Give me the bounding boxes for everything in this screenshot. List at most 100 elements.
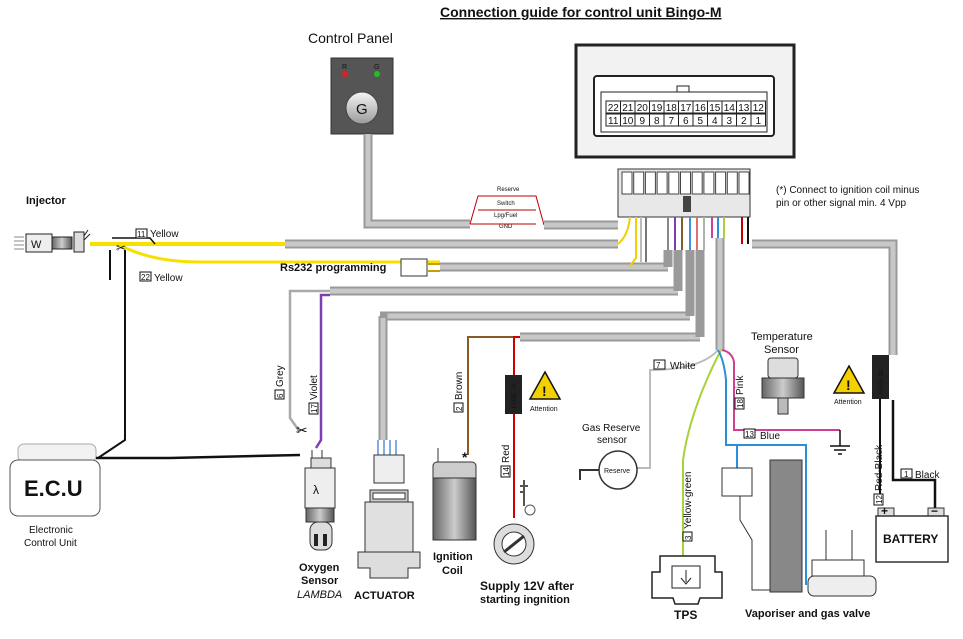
red-black-wire-num: 12	[875, 495, 884, 504]
connector-pin-box	[750, 100, 766, 114]
svg-text:!: !	[542, 383, 547, 399]
connector-pin-number: 11	[608, 116, 619, 127]
brown-wire-color: Brown	[454, 372, 465, 400]
oxygen-sensor	[304, 450, 336, 551]
injector-icon: W	[14, 229, 91, 253]
connector-pin-number: 1	[755, 116, 761, 127]
vaporiser-label: Vaporiser and gas valve	[745, 608, 870, 620]
panel-wire-gnd: GND	[499, 224, 513, 230]
scissors-icon: ✂	[116, 241, 126, 255]
led-g-label: G	[374, 64, 379, 71]
green-led-icon	[374, 71, 380, 77]
gas-reserve-dial: Reserve	[604, 468, 630, 475]
injector-wire2-num: 22	[141, 273, 150, 282]
battery-label: BATTERY	[883, 532, 938, 546]
red-wire-num: 14	[502, 467, 511, 476]
fuse-3a	[872, 355, 889, 399]
fuse-3a-label: FUSE 3A	[879, 369, 885, 394]
connector-pin-number: 7	[668, 116, 674, 127]
page-title: Connection guide for control unit Bingo-…	[440, 4, 722, 20]
yellow-green-wire-color: Yellow-green	[683, 472, 694, 529]
brown-wire-num: 2	[455, 406, 464, 411]
panel-button-icon	[345, 91, 379, 125]
supply-label-2: starting ingnition	[480, 594, 570, 606]
oxygen-sensor-label-1: Oxygen	[299, 562, 340, 574]
injector-wire2-color: Yellow	[154, 273, 183, 284]
black-wire-num: 1	[904, 470, 909, 479]
connector-pin-number: 19	[651, 103, 663, 114]
control-panel-label: Control Panel	[308, 30, 393, 46]
connector-pin-number: 12	[753, 103, 765, 114]
ignition-coil-label-2: Coil	[442, 565, 463, 577]
gas-reserve-label-2: sensor	[597, 435, 628, 446]
connector-pin-box	[750, 113, 766, 127]
oxygen-sensor-label-2: Sensor	[301, 575, 339, 587]
connector-pin-number: 22	[608, 103, 620, 114]
attention-icon-left: !	[528, 370, 562, 400]
connector-pin-number: 15	[709, 103, 721, 114]
note-line-1: (*) Connect to ignition coil minus	[776, 185, 919, 196]
connector-pin-number: 2	[741, 116, 747, 127]
fuse-7a-label: FUSE 7A	[512, 383, 518, 408]
tps-label: TPS	[674, 608, 697, 622]
red-wire-color: Red	[501, 445, 512, 463]
red-led-icon	[342, 71, 348, 77]
pink-wire-num: 18	[736, 399, 745, 408]
violet-wire-num: 17	[310, 404, 319, 413]
led-r-label: R	[342, 64, 347, 71]
white-wire-num: 7	[656, 361, 661, 370]
svg-text:!: !	[846, 377, 851, 393]
lambda-symbol: λ	[313, 483, 319, 497]
rs232-label: Rs232 programming	[280, 262, 386, 274]
gas-reserve-sensor	[579, 450, 638, 490]
connector-pin-number: 17	[680, 103, 692, 114]
injector-wire1-color: Yellow	[150, 229, 179, 240]
connector-pin-number: 6	[683, 116, 689, 127]
connector-pin-number: 20	[637, 103, 649, 114]
tps-sensor	[651, 555, 723, 605]
panel-wire-switch: Switch	[497, 201, 515, 207]
vaporiser	[721, 459, 877, 597]
harness-plug	[617, 168, 751, 218]
note-line-2: pin or other signal min. 4 Vpp	[776, 198, 907, 209]
connector-pin-number: 13	[738, 103, 750, 114]
connector-pin-number: 21	[622, 103, 634, 114]
ecu-caption-2: Control Unit	[24, 538, 77, 549]
connector-pin-number: 18	[666, 103, 678, 114]
oxygen-sensor-sub: LAMBDA	[297, 589, 342, 601]
svg-text:W: W	[31, 239, 42, 251]
connector-pin-number: 9	[639, 116, 645, 127]
connector-pin-number: 10	[622, 116, 634, 127]
attention-icon-right: !	[832, 364, 866, 394]
red-black-wire-color: Red-Black	[874, 444, 885, 491]
connector-pin-number: 14	[724, 103, 736, 114]
connector-pin-number: 5	[697, 116, 703, 127]
connector-pin-number: 3	[726, 116, 732, 127]
ignition-coil-label-1: Ignition	[433, 551, 473, 563]
grey-wire-num: 6	[276, 393, 285, 398]
grey-wire-color: Grey	[275, 365, 286, 387]
blue-wire-num: 13	[745, 430, 754, 439]
fuse-7a	[505, 375, 522, 414]
connector-pin-number: 16	[695, 103, 707, 114]
panel-button-label: G	[356, 101, 368, 118]
temp-sensor-label-2: Sensor	[764, 344, 799, 356]
ignition-key-icon	[493, 480, 536, 565]
battery-minus: −	[931, 504, 938, 518]
control-panel: R G G	[330, 57, 394, 135]
attention-label-right: Attention	[834, 399, 862, 406]
temperature-sensor	[761, 357, 850, 455]
pink-wire-color: Pink	[735, 375, 746, 395]
blue-wire-color: Blue	[760, 431, 780, 442]
supply-label-1: Supply 12V after	[480, 579, 574, 593]
violet-wire-color: Violet	[309, 375, 320, 400]
battery-plus: +	[881, 504, 888, 518]
panel-cable	[363, 134, 470, 229]
ecu-caption-1: Electronic	[29, 525, 73, 536]
ignition-coil	[432, 448, 477, 541]
ecu-box	[9, 443, 101, 517]
battery	[875, 507, 949, 563]
